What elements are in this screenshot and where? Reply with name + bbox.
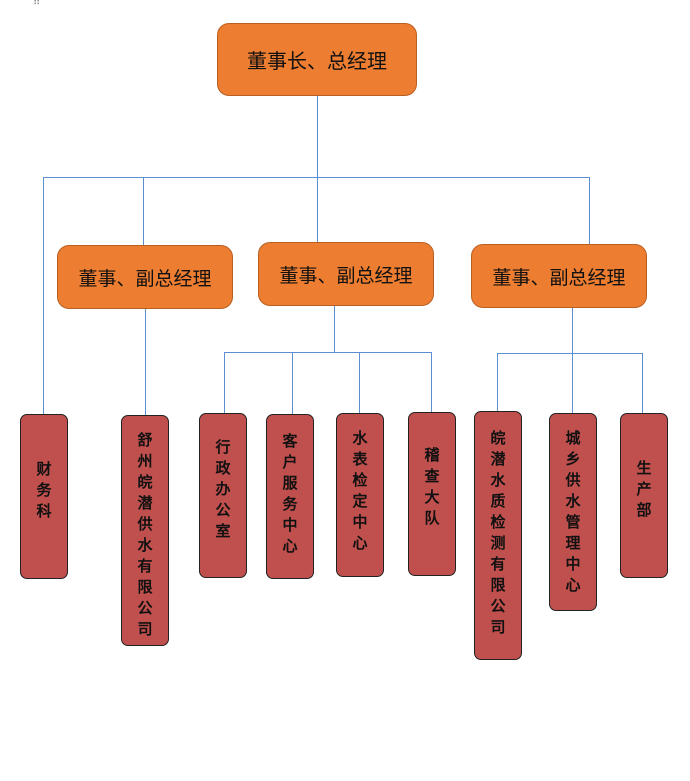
- department-node[interactable]: 行政办公室: [199, 413, 247, 578]
- connector: [292, 352, 293, 414]
- department-node[interactable]: 皖潜水质检测有限公司: [474, 411, 522, 660]
- department-node[interactable]: 稽查大队: [408, 412, 456, 576]
- department-node[interactable]: 生产部: [620, 413, 668, 578]
- department-label: 舒州皖潜供水有限公司: [135, 432, 154, 642]
- department-node[interactable]: 水表检定中心: [336, 413, 384, 577]
- department-node[interactable]: 客户服务中心: [266, 414, 314, 579]
- connector: [224, 352, 225, 413]
- department-label: 行政办公室: [213, 439, 232, 544]
- connector: [497, 353, 498, 411]
- drag-handle-icon[interactable]: ⠿: [33, 0, 41, 8]
- manager-node[interactable]: 董事、副总经理: [471, 244, 647, 308]
- department-label: 城乡供水管理中心: [563, 430, 582, 598]
- department-label: 财务科: [34, 461, 53, 524]
- manager-node[interactable]: 董事、副总经理: [258, 242, 434, 306]
- connector: [145, 308, 146, 415]
- connector: [143, 177, 144, 245]
- manager-label: 董事、副总经理: [78, 267, 212, 290]
- connector: [589, 177, 590, 244]
- connector: [334, 305, 335, 352]
- department-label: 水表检定中心: [350, 430, 369, 556]
- department-label: 客户服务中心: [280, 433, 299, 559]
- department-node[interactable]: 舒州皖潜供水有限公司: [121, 415, 169, 646]
- department-label: 生产部: [634, 460, 653, 523]
- connector: [497, 353, 643, 354]
- connector: [43, 177, 44, 414]
- connector: [359, 352, 360, 413]
- connector: [572, 353, 573, 413]
- manager-label: 董事、副总经理: [279, 264, 413, 287]
- connector: [43, 177, 589, 178]
- department-node[interactable]: 城乡供水管理中心: [549, 413, 597, 611]
- connector: [572, 307, 573, 353]
- department-node[interactable]: 财务科: [20, 414, 68, 579]
- department-label: 皖潜水质检测有限公司: [488, 430, 507, 640]
- root-node[interactable]: 董事长、总经理: [217, 23, 417, 96]
- department-label: 稽查大队: [422, 447, 441, 531]
- manager-label: 董事、副总经理: [492, 266, 626, 289]
- connector: [224, 352, 432, 353]
- connector: [317, 95, 318, 242]
- root-label: 董事长、总经理: [247, 49, 387, 73]
- manager-node[interactable]: 董事、副总经理: [57, 245, 233, 309]
- connector: [431, 352, 432, 412]
- connector: [642, 353, 643, 413]
